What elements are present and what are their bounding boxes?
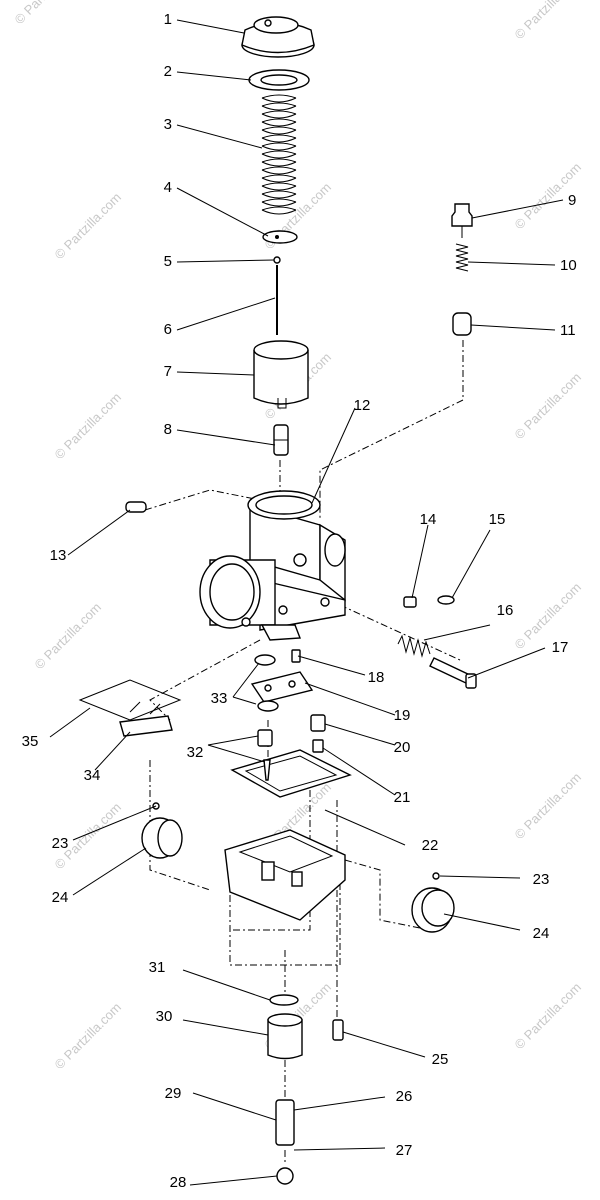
part-18-screw [291,649,301,663]
part-label: 2 [164,63,172,80]
part-label: 9 [568,192,576,209]
part-label: 27 [396,1142,413,1159]
part-label: 16 [497,602,514,619]
part-25-bowl-screw [332,1019,344,1041]
part-34-float-arm [119,701,173,737]
part-number-labels: 1 2 3 4 5 6 7 8 9 10 11 12 13 14 15 16 1… [22,11,577,1191]
part-label: 24 [52,889,69,906]
part-label: 14 [420,511,437,528]
part-14-spring [403,596,417,608]
part-24-cap-left [141,817,183,859]
watermark-text: © Partzilla.com [512,580,585,653]
part-22-gasket [230,749,352,798]
part-label: 8 [164,421,172,438]
part-10-spring [455,243,469,272]
part-2-washer [248,69,310,91]
part-23-plug-right [432,872,440,880]
watermark-text: © Partzilla.com [52,1000,125,1073]
part-label: 3 [164,116,172,133]
part-3-spring [261,94,297,215]
part-9-fitting [451,203,473,238]
part-label: 20 [394,739,411,756]
part-35-bracket [78,679,182,721]
part-label: 30 [156,1008,173,1025]
part-label: 7 [164,363,172,380]
part-label: 25 [432,1051,449,1068]
watermark-text: © Partzilla.com [32,600,105,673]
part-label: 23 [52,835,69,852]
part-19-plate [250,671,314,703]
watermark-text: © Partzilla.com [52,390,125,463]
part-label: 32 [187,744,204,761]
part-26-drain-tube [275,1099,295,1146]
part-label: 1 [164,11,172,28]
part-5-clip [273,256,281,264]
part-label: 13 [50,547,67,564]
part-15-screw [437,595,455,605]
part-label: 15 [489,511,506,528]
part-label: 5 [164,253,172,270]
part-28-nut [276,1167,294,1185]
part-label: 22 [422,837,439,854]
part-label: 23 [533,871,550,888]
part-label: 33 [211,690,228,707]
watermark-text: © Partzilla.com [512,980,585,1053]
part-label: 29 [165,1085,182,1102]
part-32-float-valve [257,729,273,781]
watermark-text: © Partzilla.com [512,770,585,843]
part-float-bowl [224,829,346,921]
part-label: 24 [533,925,550,942]
part-label: 12 [354,397,371,414]
watermark-text: © Partzilla.com [12,0,85,27]
part-17-idle-screw [429,657,477,689]
part-12-carburetor-body [199,490,346,641]
part-1-cap [241,16,315,58]
part-label: 17 [552,639,569,656]
part-label: 11 [560,322,576,339]
part-label: 21 [394,789,411,806]
part-30-drain-plug [267,1013,303,1060]
part-label: 31 [149,959,166,976]
part-label: 28 [170,1174,187,1191]
leader-lines [49,19,564,1186]
part-8-needle-jet [273,424,289,456]
part-24-cap-right [411,887,455,933]
part-13-plug [125,501,147,513]
part-7-throttle-valve [253,340,309,409]
part-label: 34 [84,767,101,784]
part-16-spring [397,634,431,658]
part-20-collar [310,714,326,732]
part-label: 10 [560,257,577,274]
assembly-guide-lines [144,340,464,1165]
watermark-text: © Partzilla.com [52,190,125,263]
part-label: 18 [368,669,385,686]
part-4-needle-retainer [262,230,298,244]
part-label: 6 [164,321,172,338]
part-11-sleeve [452,312,472,336]
part-label: 26 [396,1088,413,1105]
watermark-text: © Partzilla.com [512,0,585,42]
part-label: 35 [22,733,39,750]
part-label: 4 [164,179,172,196]
watermark-text: © Partzilla.com [512,370,585,443]
part-21-main-jet [312,739,324,753]
part-31-o-ring [269,994,299,1006]
part-33-o-ring [254,654,279,712]
part-label: 19 [394,707,411,724]
